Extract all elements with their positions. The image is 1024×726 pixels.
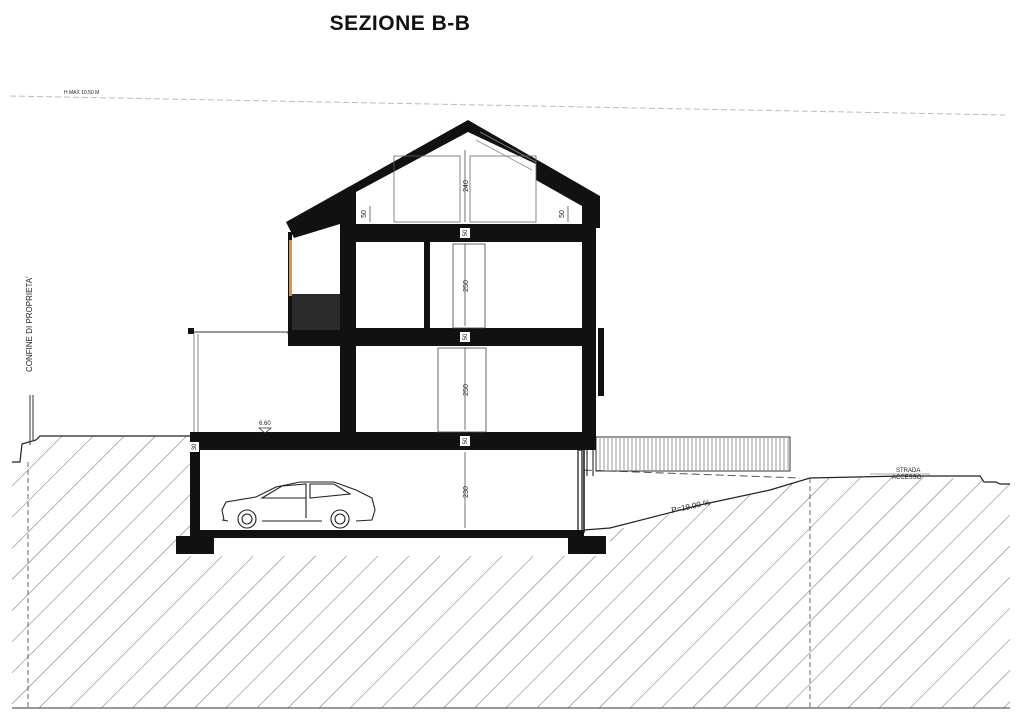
facade-panel	[598, 328, 604, 396]
tag-attic-slab-box	[460, 228, 470, 238]
ramp-profile	[583, 475, 1010, 531]
tag-upper-slab: 50	[463, 333, 469, 340]
dim-attic-right: 50	[559, 210, 566, 218]
ground-profile	[12, 435, 190, 463]
garage-outline	[191, 447, 585, 533]
attic-window-right	[469, 155, 537, 223]
first-floor-slab	[288, 328, 596, 346]
skylight-line-2	[475, 139, 533, 171]
door-upper	[452, 243, 486, 329]
tag-garage-wall: 30	[192, 443, 198, 450]
garage-left-wall	[190, 440, 200, 534]
dim-attic-left: 50	[361, 210, 368, 218]
tag-upper-slab-box	[460, 332, 470, 342]
right-fence	[595, 436, 791, 472]
max-height-label: H MAX 10.50 M	[64, 90, 99, 96]
wall-left	[340, 214, 356, 434]
car-icon	[221, 481, 376, 529]
ground-hatch	[12, 436, 1010, 708]
tag-ground-slab: 50	[463, 437, 469, 444]
tag-attic-slab: 50	[463, 229, 469, 236]
dim-upper-height: 250	[463, 280, 470, 292]
boundary-label: CONFINE DI PROPRIETA'	[25, 276, 34, 372]
footing-left	[176, 536, 214, 554]
bay-balustrade	[292, 294, 340, 330]
footing-right	[568, 536, 606, 554]
roof	[286, 120, 600, 238]
bay-timber	[289, 240, 292, 296]
tag-ground-slab-box	[460, 436, 470, 446]
dim-ground-height: 250	[463, 384, 470, 396]
max-height-line	[9, 95, 1006, 116]
dim-garage-height: 230	[463, 486, 470, 498]
door-ground	[437, 347, 487, 433]
dim-attic-height: 240	[463, 180, 470, 192]
skylight-line	[479, 131, 537, 163]
interior-wall	[424, 242, 430, 328]
tag-garage-wall-box	[190, 442, 199, 452]
attic-window-left	[393, 155, 461, 223]
ground-floor-slab	[190, 432, 596, 450]
garage-floor-slab	[190, 530, 584, 538]
wall-right	[582, 214, 596, 434]
road-label-2: ACCESSO	[892, 475, 922, 481]
level-label: 6.60	[259, 421, 271, 427]
drawing-title: SEZIONE B-B	[329, 12, 471, 35]
terrace-post	[188, 328, 194, 334]
level-triangle	[258, 427, 272, 434]
terrace-railing	[194, 331, 289, 334]
road-label-1: STRADA	[896, 468, 920, 474]
